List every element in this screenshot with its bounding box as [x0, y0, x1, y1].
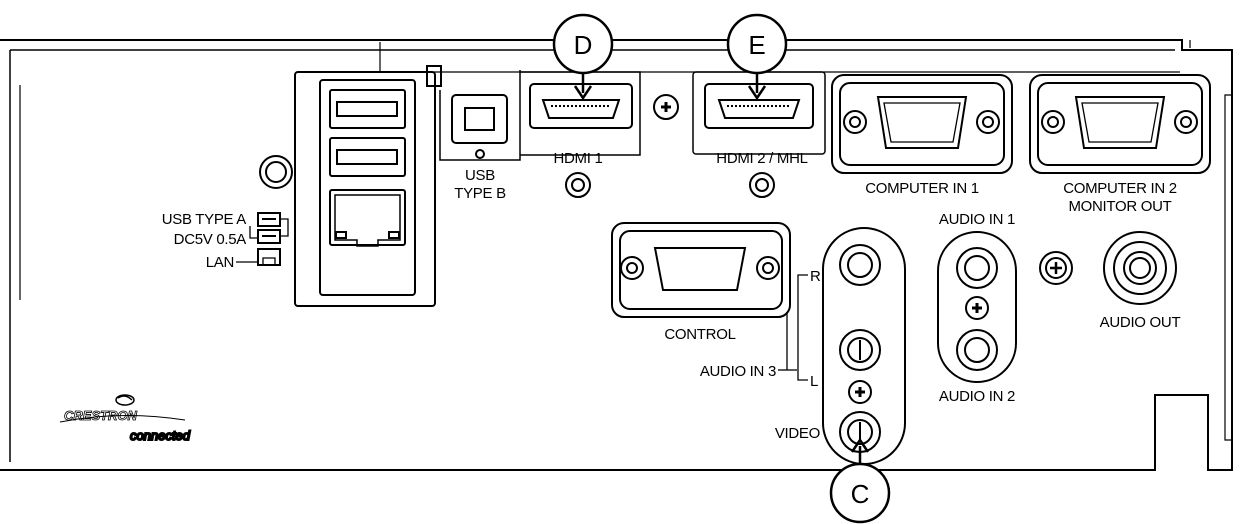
audio-in-1-jack[interactable]: [956, 247, 998, 289]
label-audio-in-3: AUDIO IN 3: [700, 363, 776, 380]
label-usb-b-line1: USB: [465, 167, 495, 184]
audio-in-2-jack[interactable]: [956, 329, 998, 371]
label-audio-out: AUDIO OUT: [1100, 314, 1181, 331]
label-hdmi-2-mhl: HDMI 2 / MHL: [716, 150, 807, 167]
lan-port[interactable]: [329, 189, 406, 247]
label-hdmi-1: HDMI 1: [553, 150, 602, 167]
label-usb-type-a: USB TYPE A: [162, 211, 247, 228]
usb-lan-legend-icons: [236, 212, 289, 266]
callout-d-letter: D: [574, 30, 593, 60]
hdmi-1-port[interactable]: [520, 71, 641, 198]
audio-in-1-2-group: [937, 231, 1017, 383]
audio-out-jack[interactable]: [1103, 231, 1177, 305]
control-port[interactable]: [611, 222, 791, 318]
callout-e-letter: E: [748, 30, 765, 60]
label-computer-in-1: COMPUTER IN 1: [865, 180, 979, 197]
label-audio-in-2: AUDIO IN 2: [939, 388, 1015, 405]
crestron-connected-text: connected: [130, 428, 191, 443]
label-r: R: [810, 268, 821, 285]
usb-type-b-port[interactable]: [439, 70, 521, 161]
callout-e: E: [726, 13, 788, 101]
screw-center-top: [653, 94, 679, 120]
screw-right: [1039, 251, 1073, 285]
label-video: VIDEO: [775, 425, 820, 442]
callout-c: C: [829, 437, 891, 524]
label-monitor-out: MONITOR OUT: [1068, 198, 1171, 215]
usb-type-a-port-2[interactable]: [329, 137, 406, 177]
usb-type-a-port-1[interactable]: [329, 89, 406, 129]
callout-d: D: [552, 13, 614, 101]
screw-left: [259, 155, 293, 189]
audio-in-3-r-jack[interactable]: [839, 244, 881, 286]
label-dc5v: DC5V 0.5A: [174, 231, 247, 248]
label-computer-in-2: COMPUTER IN 2: [1063, 180, 1177, 197]
label-audio-in-1: AUDIO IN 1: [939, 211, 1015, 228]
label-control: CONTROL: [664, 326, 735, 343]
audio-in-3-l-jack[interactable]: [839, 329, 881, 371]
crestron-wordmark: CRESTRON: [64, 408, 138, 423]
computer-in-1-port[interactable]: [831, 74, 1013, 174]
crestron-logo: CRESTRON connected: [59, 394, 192, 444]
screw-audio-in: [965, 296, 989, 320]
callout-c-letter: C: [851, 479, 870, 509]
label-l: L: [810, 373, 818, 390]
hdmi-2-mhl-port[interactable]: [692, 71, 826, 198]
screw-video: [848, 380, 872, 404]
computer-in-2-monitor-out-port[interactable]: [1029, 74, 1211, 174]
usb-a-lan-module: [294, 65, 442, 307]
label-lan: LAN: [206, 254, 234, 271]
label-usb-b-line2: TYPE B: [454, 185, 506, 202]
